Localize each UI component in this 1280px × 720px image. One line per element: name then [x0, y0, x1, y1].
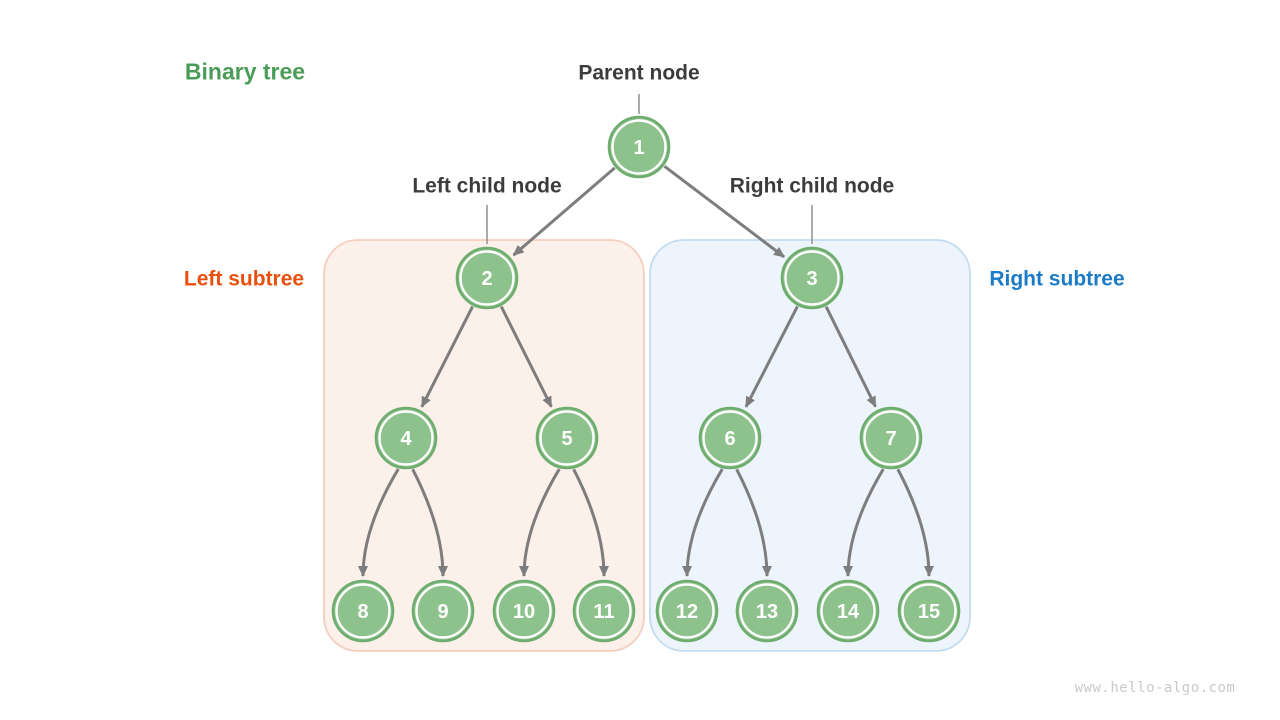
node-value: 9 [437, 601, 448, 623]
node-circle [331, 579, 395, 643]
node-circle [816, 579, 880, 643]
edge-2-5 [499, 305, 553, 408]
node-value: 4 [400, 428, 412, 450]
tree-node-15: 15 [897, 579, 961, 643]
node-inner-ring [659, 583, 715, 639]
right-subtree-label: Right subtree [989, 267, 1125, 291]
tree-node-10: 10 [492, 579, 556, 643]
node-inner-ring [415, 583, 471, 639]
node-value: 2 [481, 268, 492, 290]
node-inner-ring [459, 250, 515, 306]
parent-node-label: Parent node [578, 61, 700, 85]
tree-node-14: 14 [816, 579, 880, 643]
node-circle [655, 579, 719, 643]
node-value: 10 [513, 601, 535, 623]
edge-7-14 [843, 468, 885, 577]
node-value: 12 [676, 601, 698, 623]
node-inner-ring [702, 410, 758, 466]
node-value: 6 [724, 428, 735, 450]
node-circle [607, 115, 671, 179]
tree-node-12: 12 [655, 579, 719, 643]
left-subtree-label: Left subtree [183, 267, 305, 291]
edge-2-4 [420, 305, 474, 408]
node-circle [374, 406, 438, 470]
node-value: 1 [633, 137, 644, 159]
tree-node-9: 9 [411, 579, 475, 643]
edge-3-6 [744, 305, 799, 408]
node-circle [735, 579, 799, 643]
node-inner-ring [539, 410, 595, 466]
edge-4-9 [411, 468, 448, 577]
tree-node-6: 6 [698, 406, 762, 470]
node-inner-ring [863, 410, 919, 466]
node-circle [411, 579, 475, 643]
node-circle [572, 579, 636, 643]
right-child-node-label: Right child node [729, 174, 895, 198]
edge-3-7 [824, 306, 877, 408]
node-inner-ring [496, 583, 552, 639]
figure-title: Binary tree [184, 58, 306, 85]
tree-node-7: 7 [859, 406, 923, 470]
tree-node-5: 5 [535, 406, 599, 470]
tree-node-4: 4 [374, 406, 438, 470]
left-child-node-label: Left child node [412, 174, 562, 198]
tree-node-13: 13 [735, 579, 799, 643]
node-circle [455, 246, 519, 310]
node-circle [535, 406, 599, 470]
node-inner-ring [378, 410, 434, 466]
tree-node-3: 3 [780, 246, 844, 310]
edge-1-3 [663, 165, 786, 259]
edge-7-15 [896, 468, 934, 577]
node-circle [492, 579, 556, 643]
node-value: 15 [918, 601, 940, 623]
edge-4-8 [358, 468, 400, 577]
edge-6-12 [682, 468, 724, 577]
node-inner-ring [335, 583, 391, 639]
node-circle [897, 579, 961, 643]
watermark: www.hello-algo.com [1074, 680, 1236, 696]
node-inner-ring [784, 250, 840, 306]
tree-node-8: 8 [331, 579, 395, 643]
edge-1-2 [512, 166, 616, 257]
node-inner-ring [739, 583, 795, 639]
node-circle [780, 246, 844, 310]
node-value: 13 [756, 601, 778, 623]
node-value: 3 [806, 268, 817, 290]
node-value: 5 [561, 428, 572, 450]
left-subtree-box [323, 239, 645, 652]
node-inner-ring [611, 119, 667, 175]
tree-node-2: 2 [455, 246, 519, 310]
node-inner-ring [576, 583, 632, 639]
edge-5-11 [572, 468, 609, 577]
right-subtree-box [649, 239, 971, 652]
tree-node-11: 11 [572, 579, 636, 643]
node-value: 11 [593, 601, 614, 623]
edge-6-13 [735, 468, 772, 577]
node-value: 7 [885, 428, 896, 450]
node-inner-ring [901, 583, 957, 639]
node-value: 8 [357, 601, 368, 623]
edge-5-10 [519, 468, 561, 577]
node-circle [859, 406, 923, 470]
node-value: 14 [837, 601, 860, 623]
node-inner-ring [820, 583, 876, 639]
node-circle [698, 406, 762, 470]
tree-node-1: 1 [607, 115, 671, 179]
